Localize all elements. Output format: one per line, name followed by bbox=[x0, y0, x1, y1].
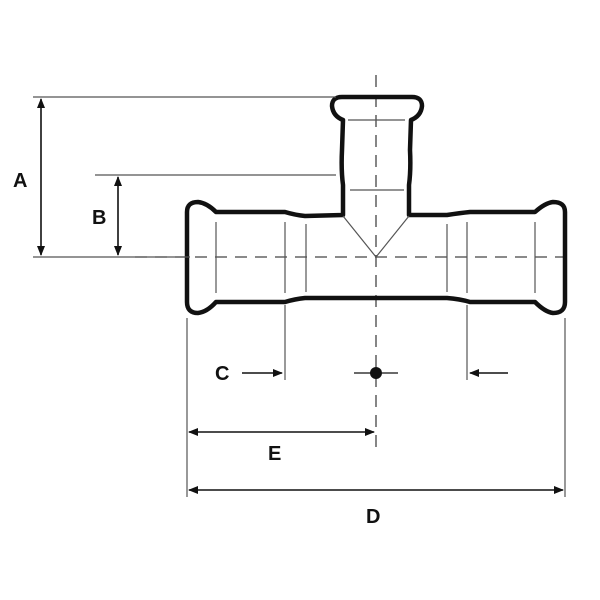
label-c: C bbox=[215, 363, 229, 385]
inner-lines bbox=[215, 119, 536, 293]
extension-lines bbox=[33, 96, 566, 497]
center-point-dot bbox=[370, 367, 382, 379]
label-d: D bbox=[366, 506, 380, 528]
center-lines bbox=[135, 75, 570, 455]
label-e: E bbox=[268, 443, 281, 465]
tee-outline bbox=[184, 94, 568, 316]
label-b: B bbox=[92, 207, 106, 229]
dimension-arrows bbox=[37, 98, 564, 494]
label-a: A bbox=[13, 170, 27, 192]
